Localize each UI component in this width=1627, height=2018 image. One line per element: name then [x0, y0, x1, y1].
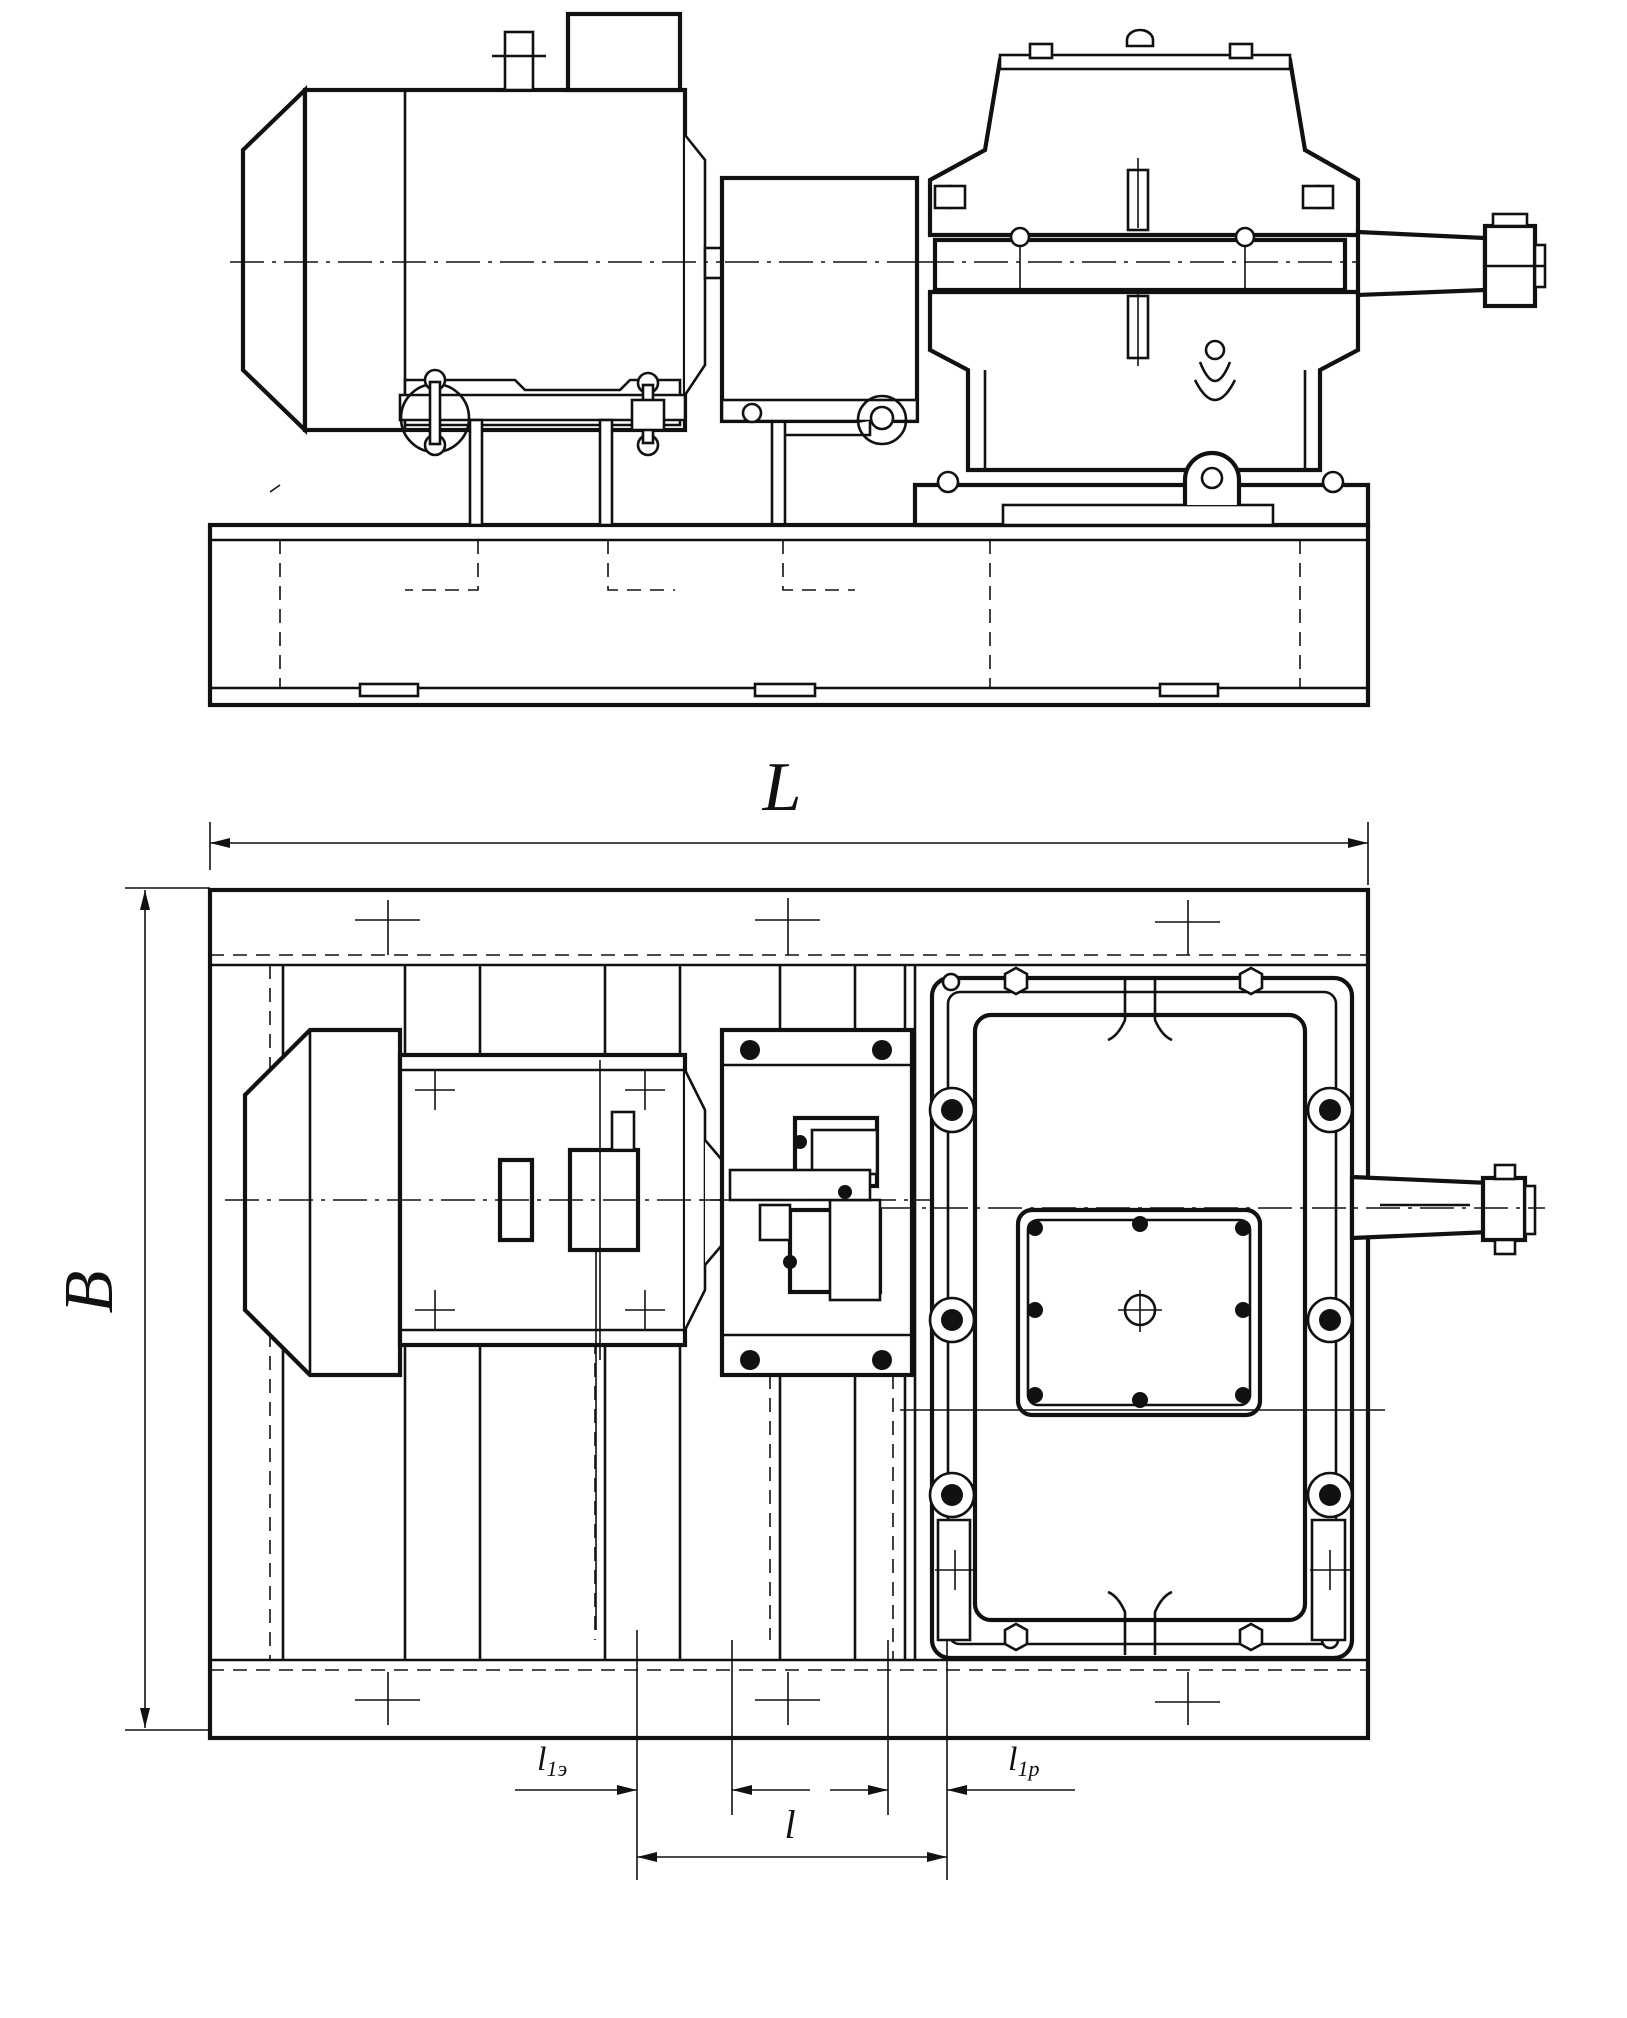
label-l1e: l1э — [537, 1741, 567, 1781]
coupling-top — [700, 1027, 935, 1640]
gearbox-side — [912, 28, 1547, 528]
label-L: L — [762, 749, 802, 826]
label-B: B — [51, 1271, 128, 1314]
top-view — [207, 887, 1545, 1741]
gearbox-top — [880, 966, 1545, 1661]
label-l: l — [784, 1802, 795, 1847]
dimension-B: B — [51, 887, 210, 1731]
label-l1r: l1р — [1008, 1741, 1039, 1781]
side-view — [207, 11, 1547, 708]
dimension-L: L — [209, 749, 1369, 885]
electric-motor-side — [230, 11, 735, 527]
electric-motor-top — [242, 1027, 724, 1630]
coupling-guard-side — [719, 175, 920, 525]
dimension-shaft-lengths: l1э l1р l — [515, 1630, 1075, 1880]
base-frame-side — [207, 522, 1371, 708]
